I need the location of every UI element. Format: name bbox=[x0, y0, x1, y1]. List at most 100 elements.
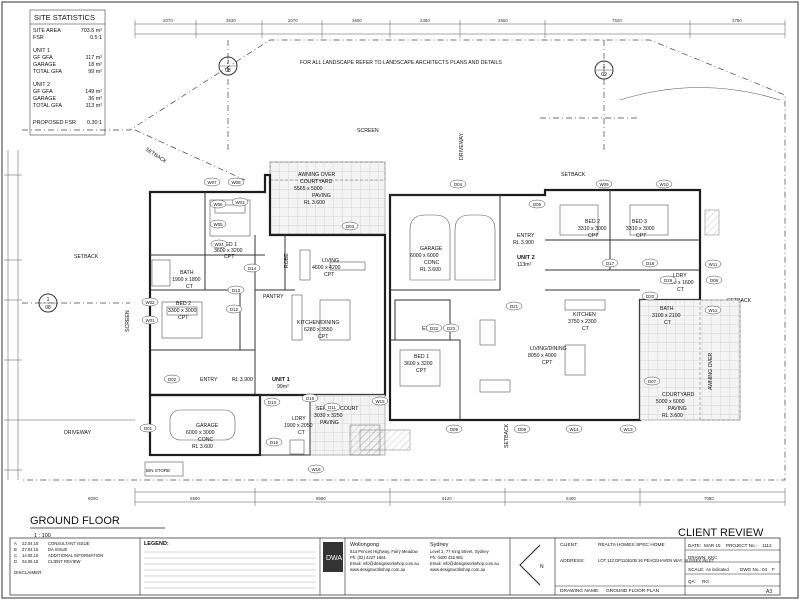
door-tag-bubble bbox=[528, 199, 546, 209]
door-tag: D10 bbox=[268, 400, 277, 405]
office-line: Email: info@designworkshop.com.au bbox=[350, 561, 420, 566]
window-tag: W14 bbox=[569, 427, 579, 432]
room-label: BED 2 bbox=[585, 219, 600, 225]
door-tag: D23 bbox=[447, 326, 456, 331]
drawing-name-value: GROUND FLOOR PLAN bbox=[606, 588, 660, 594]
stat-label: TOTAL GFA bbox=[33, 103, 62, 109]
room-label: LIVING/DINING bbox=[530, 346, 567, 352]
bottom-dim-1: 6000 bbox=[88, 496, 98, 501]
bottom-dim-6: 7080 bbox=[704, 496, 714, 501]
stat-value: 113 m² bbox=[86, 103, 103, 109]
qa-value: RG bbox=[702, 579, 709, 584]
room-dims: 3750 x 2300 bbox=[568, 319, 597, 325]
drawn-value: KKC bbox=[708, 555, 718, 560]
room-level: RL 3.900 bbox=[513, 240, 534, 246]
office-city: Sydney bbox=[430, 542, 449, 548]
top-dim-2: 3630 bbox=[226, 18, 236, 23]
stat-label: TOTAL GFA bbox=[33, 69, 62, 75]
stat-value: 0.5:1 bbox=[90, 35, 102, 41]
top-dim-8: 3780 bbox=[732, 18, 742, 23]
room-label: GARAGE bbox=[196, 423, 219, 429]
window-tag: W08 bbox=[231, 180, 241, 185]
window-tag: W04 bbox=[214, 242, 224, 247]
room-finish: CPT bbox=[588, 233, 599, 239]
room-dims: 1950 x 1600 bbox=[665, 280, 694, 286]
window-tag-bubble bbox=[231, 197, 249, 207]
room-label: LDRY bbox=[292, 416, 306, 422]
door-tag-bubble bbox=[425, 323, 443, 333]
room-finish: PAVING bbox=[668, 406, 687, 412]
bottom-dimensions: 6000 6500 8680 6120 6400 7080 bbox=[88, 488, 786, 506]
screen-label-top: SCREEN bbox=[357, 128, 379, 134]
office-line: www.designworkshop.com.au bbox=[350, 567, 406, 572]
door-tag-bubble bbox=[442, 323, 460, 333]
room-level: RL 3.900 bbox=[232, 377, 253, 383]
office-line: www.designworkshop.com.au bbox=[430, 567, 486, 572]
room-level: RL 3.600 bbox=[662, 413, 683, 419]
stat-label: GARAGE bbox=[33, 96, 56, 102]
revision-rev: C bbox=[14, 553, 17, 558]
room-finish: CPT bbox=[324, 272, 335, 278]
door-tag-bubble bbox=[243, 263, 261, 273]
room-level: RL 3.600 bbox=[192, 444, 213, 450]
dwg-value: 04 bbox=[762, 567, 768, 572]
office-line: 81a Princes Highway, Fairy Meadow bbox=[350, 549, 419, 554]
stat-value: 18 m² bbox=[88, 62, 102, 68]
door-tag: D16 bbox=[270, 440, 279, 445]
office-line: Ph: 0400 432 981 bbox=[430, 555, 464, 560]
window-tag: W10 bbox=[659, 182, 669, 187]
room-dims: 5565 x 5000 bbox=[294, 186, 323, 192]
room-label: ROBE bbox=[284, 253, 290, 268]
window-tag-bubble bbox=[141, 297, 159, 307]
room-finish: CT bbox=[298, 430, 306, 436]
courtyard-unit1 bbox=[269, 161, 386, 235]
door-tags: D01D02D03D04D05D06D07D08D09D10D11D12D13D… bbox=[139, 179, 723, 447]
section-marker-sheet: 08 bbox=[225, 68, 231, 74]
room-dims: 6000 x 3000 bbox=[186, 430, 215, 436]
awning-label-unit1: AWNING OVER bbox=[298, 172, 336, 178]
window-tag: W07 bbox=[207, 180, 217, 185]
door-tag-bubble bbox=[163, 374, 181, 384]
rev-value: F bbox=[772, 567, 775, 572]
room-dims: 3310 x 3000 bbox=[626, 226, 655, 232]
door-tag: D17 bbox=[606, 261, 615, 266]
driveway-label-unit2: DRIVEWAY bbox=[459, 132, 465, 160]
drawing-name-label: DRAWING NAME: bbox=[560, 588, 600, 594]
door-tag-bubble bbox=[449, 179, 467, 189]
room-dims: 1900 x 2050 bbox=[284, 423, 313, 429]
setback-label-unit2: SETBACK bbox=[561, 172, 586, 178]
top-dim-4: 3600 bbox=[352, 18, 362, 23]
door-tag-bubble bbox=[643, 376, 661, 386]
door-tag-bubble bbox=[505, 301, 523, 311]
door-tag: D19 bbox=[664, 278, 673, 283]
door-tag-bubble bbox=[225, 304, 243, 314]
disclaimer-label: DISCLAIMER bbox=[14, 570, 42, 575]
top-dim-5: 2350 bbox=[420, 18, 430, 23]
door-tag-bubble bbox=[445, 424, 463, 434]
door-tag: D06 bbox=[710, 278, 719, 283]
stat-label: PROPOSED FSR bbox=[33, 120, 76, 126]
door-tag: D02 bbox=[168, 377, 177, 382]
setback-label-left: SETBACK bbox=[74, 254, 99, 260]
section-marker-sheet: 09 bbox=[601, 72, 607, 78]
room-finish: CT bbox=[677, 287, 685, 293]
scale-value: As indicated bbox=[706, 567, 729, 572]
revision-date: 27.04.15 bbox=[22, 547, 39, 552]
revision-rev: D bbox=[14, 559, 17, 564]
window-tag: W06 bbox=[213, 202, 223, 207]
door-tag: D13 bbox=[232, 288, 241, 293]
window-tag: W13 bbox=[623, 427, 633, 432]
window-tag-bubble bbox=[704, 259, 722, 269]
window-tag-bubble bbox=[141, 315, 159, 325]
room-dims: 1900 x 1800 bbox=[172, 277, 201, 283]
window-tag-bubble bbox=[619, 424, 637, 434]
room-dims: 3600 x 3200 bbox=[214, 248, 243, 254]
room-dims: 8050 x 4000 bbox=[528, 353, 557, 359]
revision-desc: CONSULTANT ISSUE bbox=[48, 541, 90, 546]
room-label: BED 1 bbox=[222, 242, 237, 248]
door-tag: D04 bbox=[454, 182, 463, 187]
room-finish: CONC bbox=[198, 437, 214, 443]
